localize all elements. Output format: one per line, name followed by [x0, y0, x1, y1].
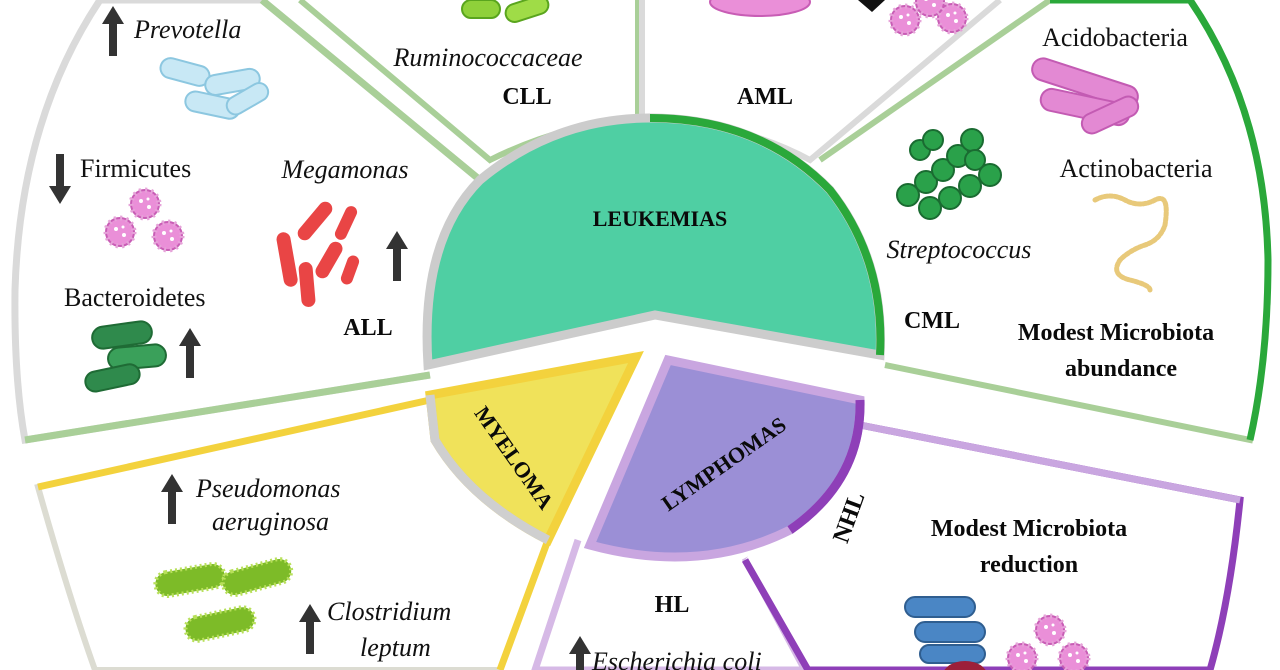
clostridium-label-line1: Clostridium — [327, 597, 451, 626]
pseudomonas-rod-bacteria-icon — [153, 557, 294, 643]
acidobacteria-label: Acidobacteria — [1042, 23, 1188, 52]
myeloma-hub-grey-rim — [425, 394, 551, 545]
ruminococcaceae-label: Ruminococcaceae — [392, 43, 582, 72]
actinobacteria-spiral-bacteria-icon — [1092, 193, 1169, 293]
leukemias-label: LEUKEMIAS — [593, 206, 727, 231]
all-label: ALL — [343, 315, 392, 341]
myeloma-sector-yellow-border — [37, 396, 552, 670]
cml-sector-outer-border — [1050, 0, 1272, 441]
aml-label: AML — [737, 84, 793, 110]
bacteroidetes-rod-bacteria-icon — [84, 320, 167, 393]
bacteroidetes-label: Bacteroidetes — [64, 283, 206, 312]
rod-bacteria-icon — [461, 0, 550, 24]
acidobacteria-rod-bacteria-icon — [1031, 57, 1140, 135]
nhl-note-line2: reduction — [980, 552, 1078, 578]
escherichia-label: Escherichia coli — [591, 647, 762, 670]
nhl-rod-bacteria-icon — [904, 596, 986, 664]
arrow-down-icon — [858, 0, 885, 12]
nhl-note-line1: Modest Microbiota — [931, 516, 1127, 542]
pseudomonas-label-line1: Pseudomonas — [195, 474, 340, 503]
prevotella-label: Prevotella — [133, 15, 241, 44]
hl-label: HL — [655, 592, 690, 618]
leukemias-hub-green-rim — [649, 114, 885, 356]
firmicutes-label: Firmicutes — [80, 154, 191, 183]
cml-note-line1: Modest Microbiota — [1018, 320, 1214, 346]
nhl-sector-light-border — [859, 421, 1241, 504]
pseudomonas-label-line2: aeruginosa — [212, 507, 329, 536]
streptococcus-chain-bacteria-icon — [896, 128, 1002, 220]
myeloma-sector — [34, 397, 551, 670]
nhl-sector — [741, 421, 1244, 670]
megamonas-rod-bacteria-icon — [276, 201, 360, 307]
cocci-bacteria-icon — [709, 0, 966, 34]
all-sector-border-accent — [24, 0, 483, 444]
nhl-partial-bacteria-icon — [944, 661, 986, 670]
cml-note-line2: abundance — [1065, 356, 1177, 382]
lymphomas-hub-purple-rim — [787, 399, 865, 534]
actinobacteria-label: Actinobacteria — [1059, 154, 1212, 183]
streptococcus-label: Streptococcus — [887, 235, 1032, 264]
clostridium-label-line2: leptum — [360, 633, 431, 662]
cml-label: CML — [904, 308, 960, 334]
megamonas-label: Megamonas — [280, 155, 408, 184]
prevotella-rod-bacteria-icon — [159, 57, 270, 120]
cll-label: CLL — [502, 84, 551, 110]
